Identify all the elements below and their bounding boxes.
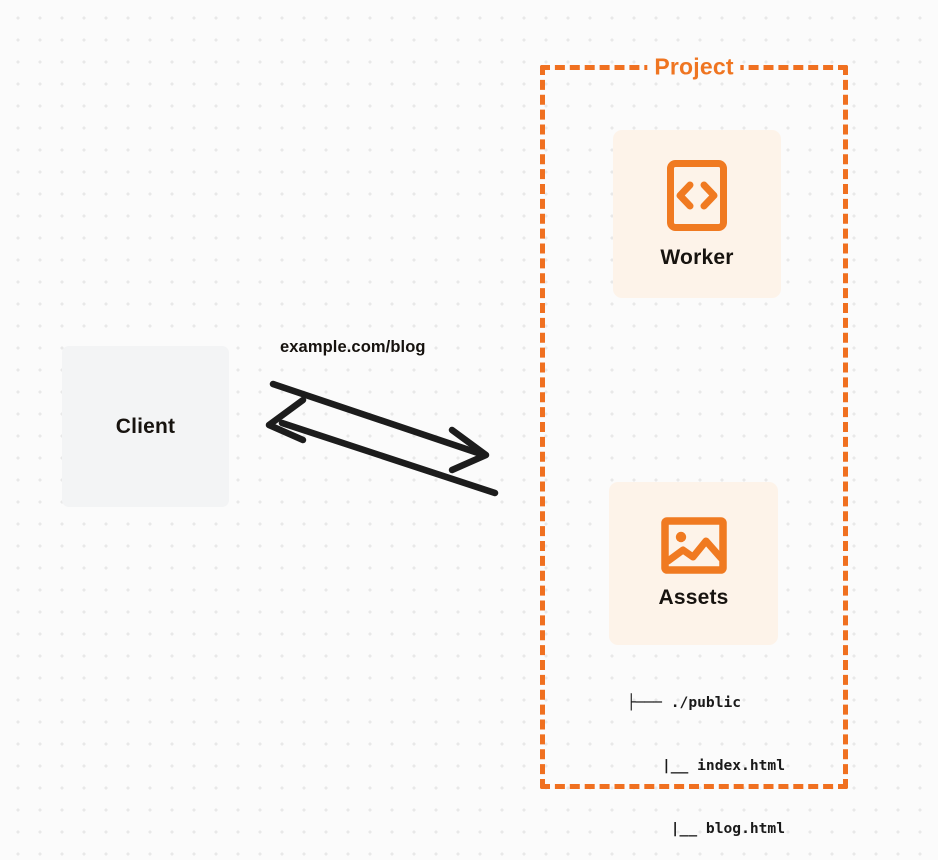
file-tree-branch-1: |__ [661,757,689,774]
file-tree-row: ├─── ./public [560,692,785,713]
node-worker-label: Worker [660,245,734,269]
arrow-request-right [269,380,490,474]
image-icon [660,517,727,574]
file-tree-name-0: ./public [670,694,742,711]
file-tree: ├─── ./public |__ index.html |__ blog.ht… [560,650,785,860]
file-tree-name-2: blog.html [705,820,785,837]
file-tree-row: |__ index.html [560,755,785,776]
node-worker[interactable]: Worker [613,130,781,298]
group-project: Project [540,53,848,789]
node-client-label: Client [115,414,176,438]
file-tree-branch-2: |__ [670,820,698,837]
group-project-title: Project [647,53,741,81]
node-assets-label: Assets [658,586,729,609]
node-client[interactable]: Client [62,346,229,507]
node-assets[interactable]: Assets [609,482,778,645]
file-tree-name-1: index.html [697,757,785,774]
code-brackets-icon [667,159,727,231]
arrow-response-left [265,396,499,497]
file-tree-branch-0: ├─── [626,694,662,711]
edge-label-request-url: example.com/blog [280,338,426,356]
file-tree-row: |__ blog.html [560,818,785,839]
